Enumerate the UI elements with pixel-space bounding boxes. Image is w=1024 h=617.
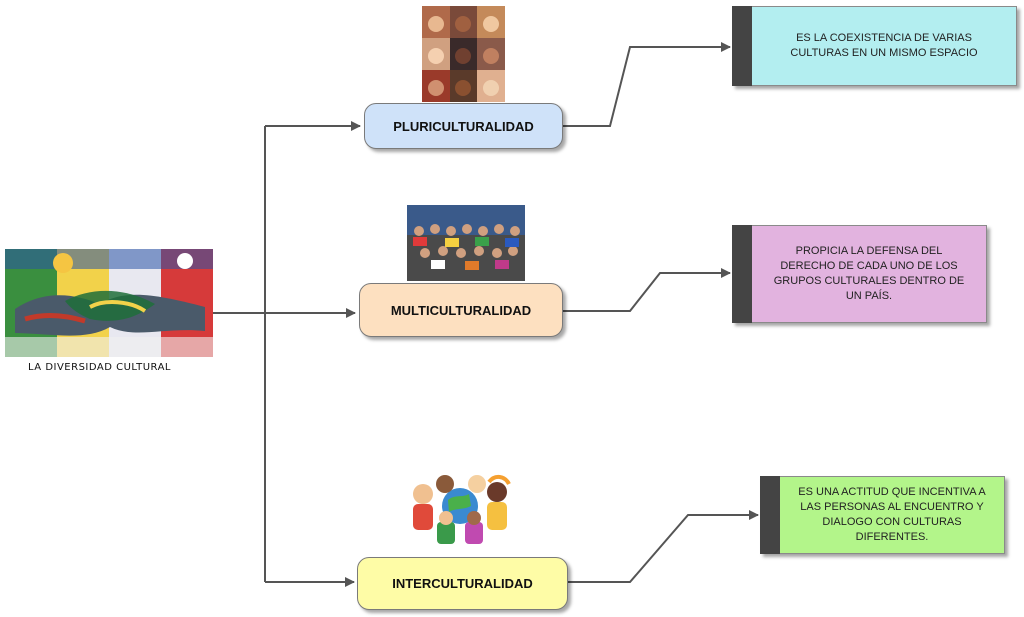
concept-multiculturalidad-label: MULTICULTURALIDAD	[390, 302, 532, 318]
description-bar	[760, 476, 780, 554]
description-box-pluriculturalidad: ES LA COEXISTENCIA DE VARIAS CULTURAS EN…	[732, 6, 1017, 86]
concept-interculturalidad-label: INTERCULTURALIDAD	[392, 576, 533, 591]
concept-pluriculturalidad-label: PLURICULTURALIDAD	[393, 118, 534, 134]
description-box-multiculturalidad: PROPICIA LA DEFENSA DEL DERECHO DE CADA …	[732, 225, 987, 323]
description-bar	[732, 225, 752, 323]
concept-pluriculturalidad: PLURICULTURALIDAD	[364, 103, 563, 149]
arrow-to-desc-1	[563, 42, 731, 127]
arrow-to-desc-3	[568, 510, 759, 583]
description-bar	[732, 6, 752, 86]
multiculturalidad-photo	[407, 205, 525, 281]
root-handshake-image	[5, 249, 213, 357]
description-text-interculturalidad: ES UNA ACTITUD QUE INCENTIVA A LAS PERSO…	[780, 476, 1005, 554]
concept-multiculturalidad: MULTICULTURALIDAD	[359, 283, 563, 337]
pluriculturalidad-photo	[422, 6, 505, 102]
description-text-multiculturalidad: PROPICIA LA DEFENSA DEL DERECHO DE CADA …	[752, 225, 987, 323]
arrow-to-desc-2	[563, 268, 731, 312]
concept-interculturalidad: INTERCULTURALIDAD	[357, 557, 568, 610]
root-label: LA DIVERSIDAD CULTURAL	[28, 362, 171, 373]
description-text-pluriculturalidad: ES LA COEXISTENCIA DE VARIAS CULTURAS EN…	[752, 6, 1017, 86]
interculturalidad-illustration	[403, 470, 517, 550]
description-box-interculturalidad: ES UNA ACTITUD QUE INCENTIVA A LAS PERSO…	[760, 476, 1005, 554]
